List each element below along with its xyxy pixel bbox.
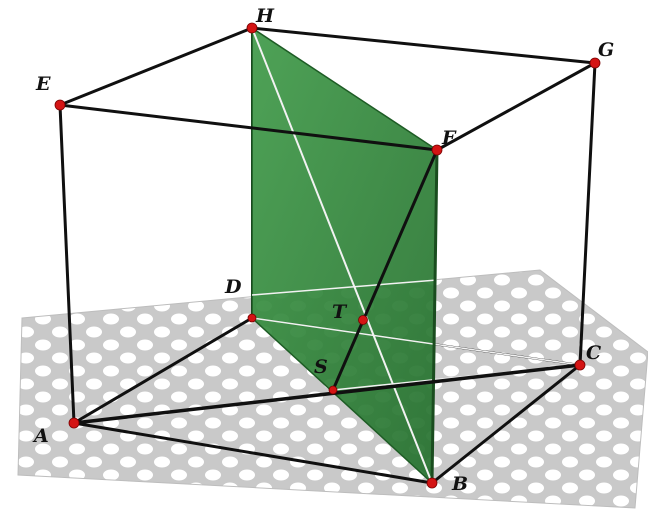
vertex-C [574,359,586,371]
segment-SF [331,148,439,392]
label-G: G [598,39,614,61]
vertex-B [426,477,438,489]
edge-HE [58,26,254,107]
label-A: A [32,425,49,447]
label-F: F [441,127,457,149]
edge-FB [430,148,439,485]
vertex-A [68,417,80,429]
label-S: S [314,356,328,378]
edge-AB [72,421,434,485]
edge-GF [435,61,597,152]
vertex-G [589,57,601,69]
label-C: C [586,342,601,364]
vertex-S [328,385,338,395]
label-T: T [332,301,348,323]
vertex-T [358,315,368,325]
label-E: E [35,73,51,95]
edge-BC [430,363,582,485]
edge-GC [578,61,597,367]
line-HB [251,27,433,484]
vertex-E [54,99,66,111]
label-H: H [255,5,275,27]
line-DC-front [251,317,581,366]
edge-EA [58,103,76,425]
edge-AC [72,363,582,425]
edge-AD [72,316,254,425]
edge-HG [250,26,597,65]
vertex-D [247,313,257,323]
edge-EF [58,103,439,152]
vertex-F [431,144,443,156]
label-B: B [451,473,468,495]
vertex-H [246,22,258,34]
line-DF-faint [251,279,438,296]
label-D: D [224,276,242,298]
